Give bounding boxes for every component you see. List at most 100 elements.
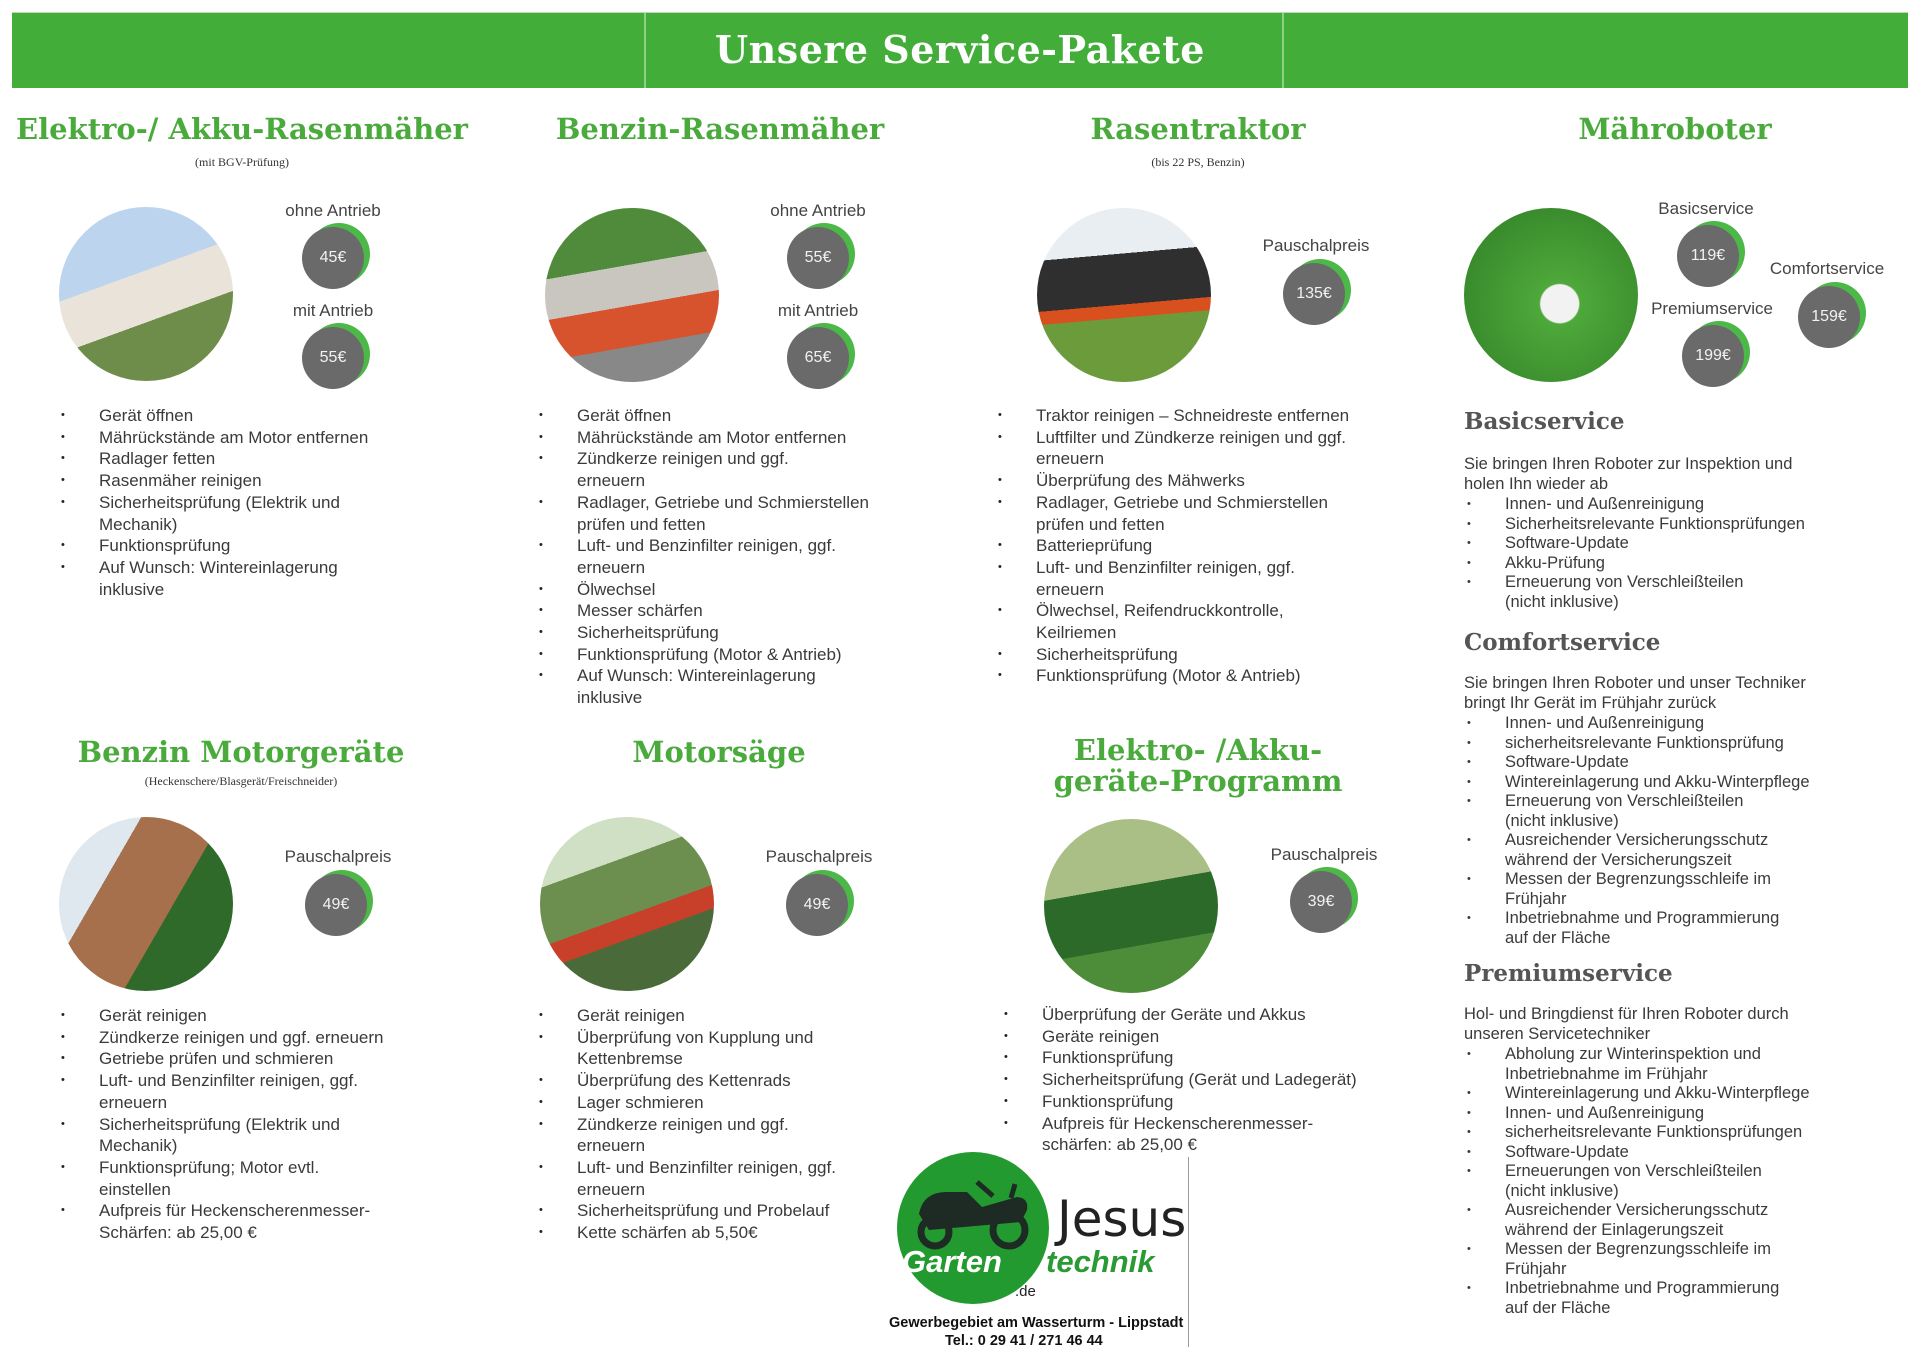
product-photo [540,817,714,991]
fold-line [1282,13,1284,88]
robot-service-list: Innen- und AußenreinigungSicherheitsrele… [1464,495,1805,612]
price-badge: 39€ [1290,867,1358,933]
price-badge: 159€ [1798,282,1866,348]
list-item: Sicherheitsprüfung [998,644,1349,666]
price-value: 55€ [787,227,849,289]
product-photo [1037,208,1211,382]
section-title: Mähroboter [1578,112,1772,146]
robot-service-heading: Basicservice [1464,408,1625,435]
list-item: Abholung zur Winterinspektion und Inbetr… [1464,1045,1810,1084]
page-title: Unsere Service-Pakete [715,27,1205,72]
robot-service-intro: Sie bringen Ihren Roboter und unser Tech… [1464,674,1806,712]
product-photo [1464,208,1638,382]
list-item: Sicherheitsprüfung (Gerät und Ladegerät) [1004,1069,1357,1091]
feature-list: Überprüfung der Geräte und AkkusGeräte r… [1004,1004,1357,1156]
list-item: Aufpreis für Heckenscherenmesser- Schärf… [61,1200,383,1243]
robot-service-heading: Comfortservice [1464,629,1661,656]
list-item: Gerät reinigen [61,1005,383,1027]
list-item: Zündkerze reinigen und ggf. erneuern [539,448,869,491]
section-title: Motorsäge [632,735,806,769]
feature-list: Gerät reinigenZündkerze reinigen und ggf… [61,1005,383,1244]
logo-jesus: Jesus [1057,1190,1187,1248]
logo-phone: Tel.: 0 29 41 / 271 46 44 [945,1333,1103,1349]
feature-list: Gerät reinigenÜberprüfung von Kupplung u… [539,1005,836,1244]
list-item: Gerät öffnen [61,405,368,427]
price-value: 55€ [302,327,364,389]
list-item: Messen der Begrenzungsschleife im Frühja… [1464,1240,1810,1279]
section-title: Benzin-Rasenmäher [555,112,885,146]
list-item: sicherheitsrelevante Funktionsprüfung [1464,734,1810,754]
price-label: Premiumservice [1651,299,1773,318]
price-badge: 65€ [787,323,855,389]
section-title: Elektro-/ Akku-Rasenmäher [16,112,468,146]
list-item: Geräte reinigen [1004,1026,1357,1048]
price-label: Pauschalpreis [1262,236,1370,255]
robot-service-list: Abholung zur Winterinspektion und Inbetr… [1464,1045,1810,1318]
list-item: Zündkerze reinigen und ggf. erneuern [61,1027,383,1049]
list-item: Überprüfung des Kettenrads [539,1070,836,1092]
price-value: 39€ [1290,871,1352,933]
logo-garten: Garten [902,1244,1002,1279]
list-item: Funktionsprüfung (Motor & Antrieb) [998,665,1349,687]
list-item: Funktionsprüfung; Motor evtl. einstellen [61,1157,383,1200]
list-item: Getriebe prüfen und schmieren [61,1048,383,1070]
list-item: Messen der Begrenzungsschleife im Frühja… [1464,870,1810,909]
list-item: Akku-Prüfung [1464,554,1805,574]
list-item: Ausreichender Versicherungsschutz währen… [1464,1201,1810,1240]
feature-list: Traktor reinigen – Schneidreste entferne… [998,405,1349,687]
header-banner: Unsere Service-Pakete [12,12,1908,88]
list-item: Luft- und Benzinfilter reinigen, ggf. er… [998,557,1349,600]
price-value: 119€ [1677,225,1739,287]
list-item: Sicherheitsrelevante Funktionsprüfungen [1464,515,1805,535]
section-title: Rasentraktor [1090,112,1306,146]
product-photo [1044,819,1218,993]
list-item: Messer schärfen [539,600,869,622]
list-item: Radlager, Getriebe und Schmierstellen pr… [998,492,1349,535]
list-item: Erneuerung von Verschleißteilen (nicht i… [1464,573,1805,612]
list-item: Innen- und Außenreinigung [1464,495,1805,515]
feature-list: Gerät öffnenMährückstände am Motor entfe… [61,405,368,600]
list-item: Luft- und Benzinfilter reinigen, ggf. er… [539,535,869,578]
price-label: mit Antrieb [292,301,374,320]
price-badge: 49€ [305,870,373,936]
list-item: Funktionsprüfung [1004,1047,1357,1069]
list-item: Lager schmieren [539,1092,836,1114]
list-item: Zündkerze reinigen und ggf. erneuern [539,1114,836,1157]
price-label: Basicservice [1658,199,1754,218]
section-subtitle: (mit BGV-Prüfung) [195,155,289,169]
list-item: Sicherheitsprüfung (Elektrik und Mechani… [61,492,368,535]
price-value: 49€ [786,874,848,936]
price-badge: 199€ [1682,321,1750,387]
logo-technik: technik [1046,1244,1155,1279]
list-item: Rasenmäher reinigen [61,470,368,492]
section-subtitle: (Heckenschere/Blasgerät/Freischneider) [144,774,338,788]
price-value: 159€ [1798,286,1860,348]
list-item: Gerät reinigen [539,1005,836,1027]
list-item: Software-Update [1464,1143,1810,1163]
price-label: ohne Antrieb [770,201,866,220]
price-value: 199€ [1682,325,1744,387]
list-item: sicherheitsrelevante Funktionsprüfungen [1464,1123,1810,1143]
lawn-tractor-icon [917,1180,1029,1250]
list-item: Luft- und Benzinfilter reinigen, ggf. er… [539,1157,836,1200]
price-value: 65€ [787,327,849,389]
list-item: Überprüfung des Mähwerks [998,470,1349,492]
price-label: Comfortservice [1769,259,1885,278]
list-item: Auf Wunsch: Wintereinlagerung inklusive [539,665,869,708]
price-badge: 55€ [787,223,855,289]
robot-service-intro: Hol- und Bringdienst für Ihren Roboter d… [1464,1005,1789,1043]
list-item: Inbetriebnahme und Programmierung auf de… [1464,1279,1810,1318]
list-item: Luft- und Benzinfilter reinigen, ggf. er… [61,1070,383,1113]
price-value: 45€ [302,227,364,289]
price-badge: 135€ [1283,259,1351,325]
section-title: Benzin Motorgeräte [77,735,405,769]
list-item: Radlager, Getriebe und Schmierstellen pr… [539,492,869,535]
divider [1188,1157,1189,1347]
fold-line [644,13,646,88]
logo-circle: Garten [897,1152,1049,1304]
section-title-line2: geräte-Programm [1053,764,1343,798]
list-item: Wintereinlagerung und Akku-Winterpflege [1464,773,1810,793]
list-item: Gerät öffnen [539,405,869,427]
robot-service-list: Innen- und Außenreinigungsicherheitsrele… [1464,714,1810,948]
price-badge: 45€ [302,223,370,289]
